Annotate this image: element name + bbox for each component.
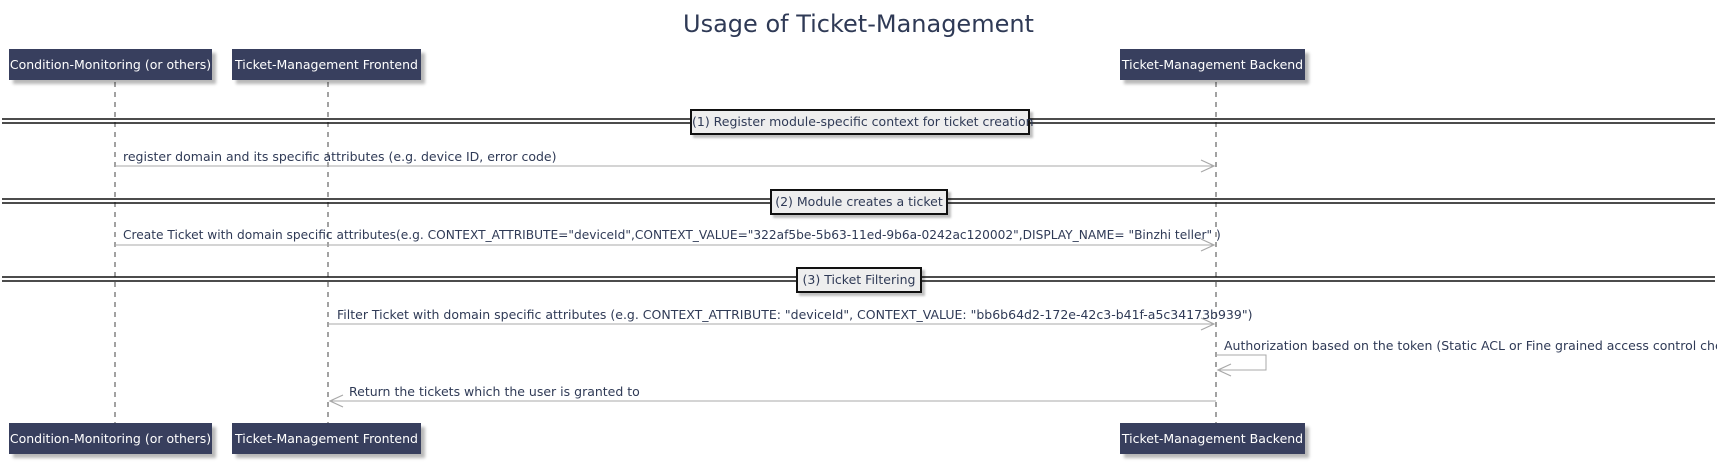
message-arrow-3	[328, 317, 1216, 331]
participant-condition-monitoring-bottom: Condition-Monitoring (or others)	[9, 423, 212, 454]
participant-backend-bottom: Ticket-Management Backend	[1120, 423, 1305, 454]
diagram-title: Usage of Ticket-Management	[683, 10, 1034, 38]
participant-frontend-bottom: Ticket-Management Frontend	[232, 423, 421, 454]
message-label-3: Filter Ticket with domain specific attri…	[337, 307, 1253, 322]
participant-backend-top: Ticket-Management Backend	[1120, 49, 1305, 80]
section-label-2: (2) Module creates a ticket	[770, 189, 948, 215]
message-arrow-1	[115, 159, 1216, 173]
message-arrow-5	[328, 394, 1216, 408]
participant-condition-monitoring-top: Condition-Monitoring (or others)	[9, 49, 212, 80]
message-label-4: Authorization based on the token (Static…	[1224, 338, 1717, 353]
message-label-2: Create Ticket with domain specific attri…	[123, 228, 1221, 242]
message-arrow-self-4	[1216, 354, 1267, 377]
message-label-5: Return the tickets which the user is gra…	[349, 384, 640, 399]
message-label-1: register domain and its specific attribu…	[123, 149, 557, 164]
participant-frontend-top: Ticket-Management Frontend	[232, 49, 421, 80]
message-arrow-2	[115, 238, 1216, 252]
section-label-3: (3) Ticket Filtering	[796, 267, 922, 293]
section-label-1: (1) Register module-specific context for…	[690, 109, 1034, 135]
